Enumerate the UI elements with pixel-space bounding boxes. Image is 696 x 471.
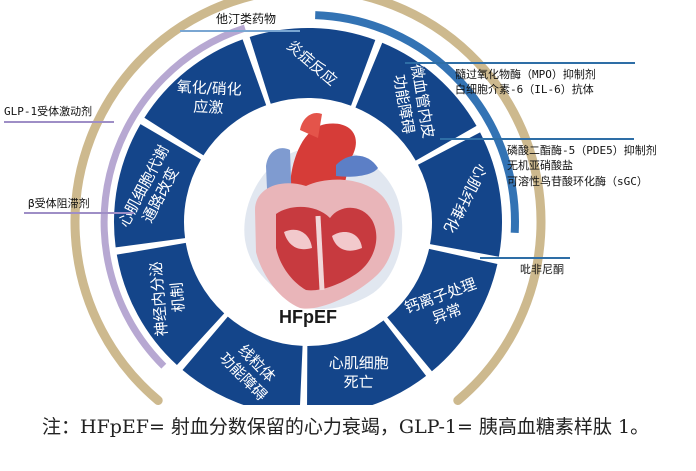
drug-label-sgc: 可溶性鸟苷酸环化酶（sGC） xyxy=(507,174,648,189)
drug-label-beta-blocker: β受体阻滞剂 xyxy=(28,196,90,211)
drug-label-pde5: 磷酸二酯酶-5（PDE5）抑制剂 xyxy=(507,143,657,158)
center-label: HFpEF xyxy=(279,307,337,327)
mpo-pointer xyxy=(405,62,635,64)
statins-pointer xyxy=(180,30,300,32)
drug-label-statins: 他汀类药物 xyxy=(216,12,276,27)
drug-label-il6: 白细胞介素-6（IL-6）抗体 xyxy=(455,82,594,97)
drug-label-mpo: 髓过氧化物酶（MPO）抑制剂 xyxy=(455,67,596,82)
footnote: 注：HFpEF= 射血分数保留的心力衰竭，GLP-1= 胰高血糖素样肽 1。 xyxy=(42,408,692,446)
drug-label-nitrite: 无机亚硝酸盐 xyxy=(507,158,573,173)
glp1-pointer xyxy=(4,121,114,123)
pde5-pointer xyxy=(440,138,634,140)
drug-label-glp1: GLP-1受体激动剂 xyxy=(4,104,92,119)
hfpef-mechanism-diagram: 氧化/硝化应激炎症反应微血管内皮功能障碍心肌纤维化钙离子处理异常心肌细胞死亡线粒… xyxy=(0,0,696,405)
drug-label-pirfenidone: 吡非尼酮 xyxy=(520,262,564,277)
pirfenidone-pointer xyxy=(480,257,570,259)
beta-blocker-pointer xyxy=(24,212,134,214)
